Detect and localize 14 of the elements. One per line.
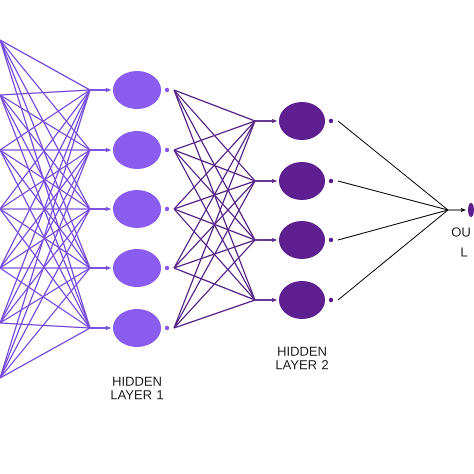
neuron-circle <box>279 162 325 200</box>
neuron-circle <box>113 190 161 228</box>
layer-label: OU <box>452 227 470 237</box>
neuron-circle <box>113 309 161 347</box>
layer-label: HIDDEN LAYER 1 <box>111 376 163 400</box>
layer-label: L <box>461 248 468 256</box>
neuron-circle <box>113 249 161 287</box>
neuron-circle <box>279 102 325 140</box>
layer-label: HIDDEN LAYER 2 <box>276 346 328 370</box>
neuron-circle <box>113 131 161 169</box>
neuron-circle <box>113 71 161 109</box>
neuron-circle <box>279 221 325 259</box>
neuron-circle <box>468 203 474 217</box>
neuron-circle <box>279 281 325 319</box>
